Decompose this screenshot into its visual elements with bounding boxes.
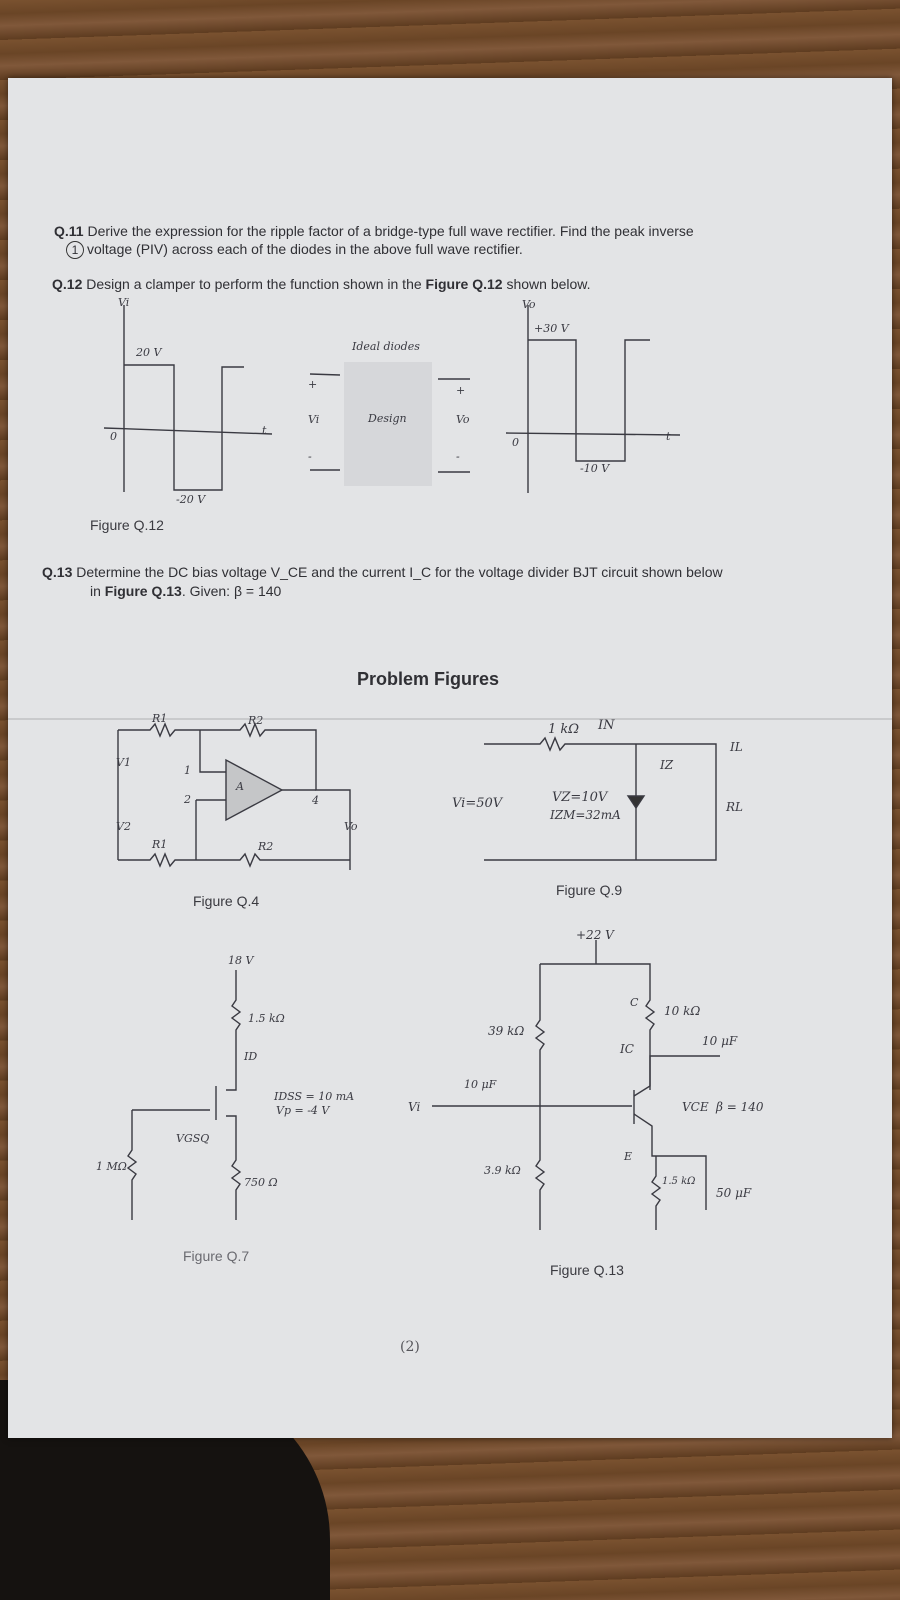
- question-text: shown below.: [506, 276, 591, 292]
- q4-node-4: 4: [312, 794, 319, 807]
- question-13: Q.13 Determine the DC bias voltage V_CE …: [42, 563, 872, 581]
- vo-negative-level: -10 V: [580, 462, 610, 475]
- q4-r1-top: R1: [152, 712, 168, 725]
- vo-axis-label: Vo: [522, 298, 536, 311]
- figure-q12-caption: Figure Q.12: [90, 517, 164, 533]
- sheet-fold: [8, 718, 892, 720]
- q4-v1: V1: [116, 756, 131, 769]
- question-text: . Given: β = 140: [181, 583, 282, 599]
- figure-q7-caption: Figure Q.7: [183, 1248, 250, 1264]
- question-text: Design a clamper to perform the function…: [86, 276, 422, 292]
- output-minus: -: [456, 450, 460, 463]
- page-number: (2): [400, 1339, 420, 1355]
- q13-ic: IC: [620, 1042, 634, 1056]
- q13-beta: β = 140: [716, 1100, 764, 1114]
- vo-origin: 0: [512, 436, 519, 449]
- q9-input-voltage: Vi=50V: [452, 796, 503, 811]
- q7-source-resistor: 750 Ω: [244, 1176, 278, 1189]
- q9-iz-current: IZ: [660, 758, 674, 772]
- q7-vgsq: VGSQ: [176, 1132, 210, 1145]
- figure-ref: Figure Q.12: [425, 276, 503, 292]
- q4-v2: V2: [116, 820, 131, 833]
- question-text: Determine the DC bias voltage V_CE and t…: [76, 564, 723, 580]
- q13-emitter-cap: 50 μF: [716, 1186, 752, 1200]
- figure-q9-caption: Figure Q.9: [556, 882, 623, 898]
- output-vo-label: Vo: [456, 413, 470, 426]
- q4-r1-bottom: R1: [152, 838, 168, 851]
- question-number: Q.12: [52, 276, 83, 292]
- question-number: Q.11: [54, 223, 84, 239]
- q13-rc: 10 kΩ: [664, 1004, 701, 1018]
- q7-supply: 18 V: [228, 954, 254, 967]
- question-text: in: [90, 583, 101, 599]
- vi-origin: 0: [110, 430, 117, 443]
- figure-q4-caption: Figure Q.4: [193, 893, 260, 909]
- q4-node-2: 2: [184, 793, 191, 806]
- vi-positive-level: 20 V: [136, 346, 162, 359]
- q4-amp-label: A: [236, 780, 244, 793]
- q4-vo: Vo: [344, 820, 358, 833]
- output-plus: +: [456, 384, 466, 397]
- q13-input-voltage: Vi: [408, 1100, 421, 1114]
- q9-load-resistor: RL: [726, 800, 744, 814]
- q13-vce: VCE: [682, 1100, 709, 1114]
- vi-negative-level: -20 V: [176, 493, 206, 506]
- vi-axis-label: Vi: [118, 296, 130, 309]
- q7-idss: IDSS = 10 mA: [274, 1090, 355, 1103]
- q4-r2-top: R2: [248, 714, 264, 727]
- input-minus: -: [308, 450, 312, 463]
- q13-input-cap: 10 μF: [464, 1078, 497, 1091]
- q13-emitter-label: E: [624, 1150, 633, 1163]
- vo-time-label: t: [666, 430, 671, 443]
- q7-drain-current: ID: [244, 1050, 258, 1063]
- question-number: Q.13: [42, 564, 73, 580]
- figure-ref: Figure Q.13: [104, 583, 182, 599]
- q13-re: 1.5 kΩ: [662, 1176, 696, 1187]
- q13-r2: 3.9 kΩ: [484, 1164, 521, 1177]
- q9-resistor: 1 kΩ: [548, 722, 580, 737]
- question-text: voltage (PIV) across each of the diodes …: [87, 241, 523, 257]
- q4-r2-bottom: R2: [258, 840, 274, 853]
- vi-time-label: t: [262, 424, 267, 437]
- q13-collector-label: C: [630, 996, 639, 1009]
- input-plus: +: [308, 378, 318, 391]
- question-text: Derive the expression for the ripple fac…: [87, 223, 694, 239]
- q7-pinchoff: Vp = -4 V: [276, 1104, 330, 1117]
- section-title: Problem Figures: [357, 669, 500, 689]
- input-vi-label: Vi: [308, 413, 320, 426]
- figure-q13-caption: Figure Q.13: [550, 1262, 624, 1278]
- mark-circle: 1: [66, 241, 84, 259]
- vo-positive-level: +30 V: [534, 322, 569, 335]
- q9-il-current: IL: [730, 740, 743, 754]
- q13-r1: 39 kΩ: [488, 1024, 525, 1038]
- question-12: Q.12 Design a clamper to perform the fun…: [52, 275, 872, 293]
- q7-drain-resistor: 1.5 kΩ: [248, 1012, 285, 1025]
- design-box-label: Design: [368, 412, 407, 425]
- exam-sheet: [8, 78, 892, 1438]
- q9-zener-voltage: VZ=10V: [552, 790, 608, 805]
- question-11: Q.11 Derive the expression for the rippl…: [54, 222, 874, 240]
- q4-node-1: 1: [184, 764, 191, 777]
- q13-supply: +22 V: [576, 928, 614, 942]
- q7-gate-resistor: 1 MΩ: [96, 1160, 127, 1173]
- q9-in-current: IN: [598, 718, 615, 733]
- ideal-diodes-label: Ideal diodes: [352, 340, 420, 353]
- q13-output-cap: 10 μF: [702, 1034, 738, 1048]
- question-13-line2: in Figure Q.13. Given: β = 140: [90, 582, 790, 600]
- q9-zener-max-current: IZM=32mA: [550, 808, 621, 822]
